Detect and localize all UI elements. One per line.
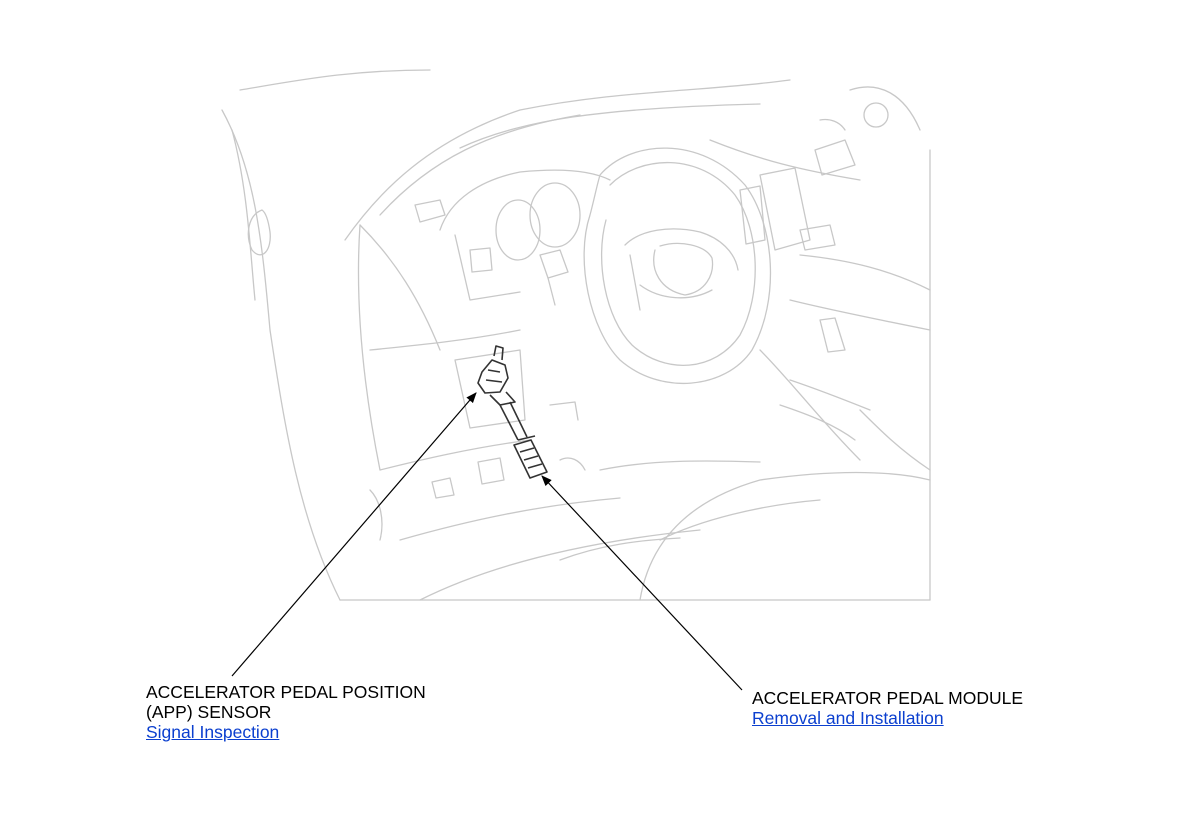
accelerator-pedal-assembly — [477, 345, 548, 479]
interior-line-art — [221, 69, 931, 601]
app-sensor-label-line1: ACCELERATOR PEDAL POSITION — [146, 682, 426, 702]
pedal-module-leader-arrow — [541, 475, 743, 691]
pedal-module-label: ACCELERATOR PEDAL MODULE — [752, 688, 1023, 708]
app-sensor-label-line2: (APP) SENSOR — [146, 702, 272, 722]
leader-lines — [231, 392, 743, 691]
pedal-module-callout: ACCELERATOR PEDAL MODULE Removal and Ins… — [752, 688, 1023, 728]
app-sensor-leader-arrow — [231, 392, 477, 677]
signal-inspection-link[interactable]: Signal Inspection — [146, 722, 280, 742]
removal-and-installation-link[interactable]: Removal and Installation — [752, 708, 944, 728]
app-sensor-callout: ACCELERATOR PEDAL POSITION (APP) SENSOR … — [146, 682, 426, 742]
